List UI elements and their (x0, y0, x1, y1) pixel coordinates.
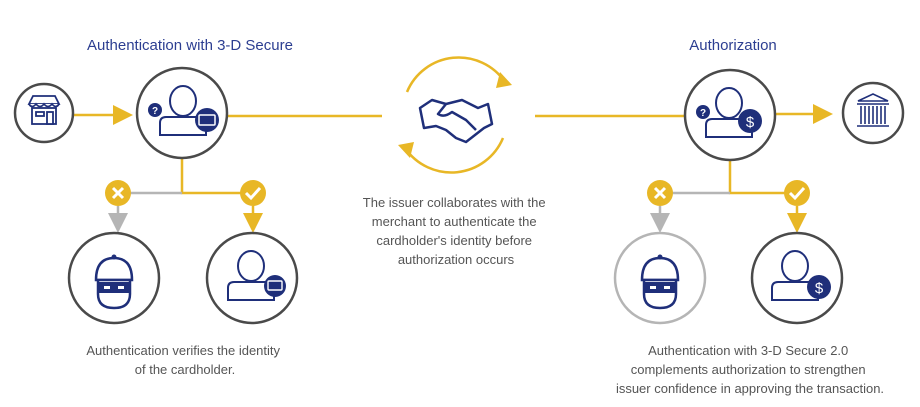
left-title: Authentication with 3-D Secure (87, 37, 293, 54)
issuer-authz-node: ? $ (683, 68, 777, 162)
check-icon (244, 186, 262, 201)
transaction-approved-node: $ (750, 231, 844, 325)
decline-badge-right (647, 180, 673, 206)
dollar-badge-icon (807, 275, 831, 299)
approve-badge-left (240, 180, 266, 206)
right-title: Authorization (689, 37, 777, 54)
fraudster-node-right (613, 231, 707, 325)
dollar-sign: $ (815, 280, 824, 297)
cycle-arrow-icon (403, 137, 505, 174)
cardholder-verified-node (205, 231, 299, 325)
decline-badge-left (105, 180, 131, 206)
dollar-sign: $ (746, 114, 755, 131)
question-mark: ? (700, 108, 706, 119)
check-icon (788, 186, 806, 201)
bank-node (841, 81, 905, 145)
cardholder-auth-node: ? (135, 66, 229, 160)
x-icon (111, 186, 125, 200)
fraudster-node-left (67, 231, 161, 325)
left-caption: Authentication verifies the identity of … (86, 343, 283, 377)
question-mark: ? (152, 106, 158, 117)
dollar-badge-icon (738, 109, 762, 133)
thief-icon (94, 253, 134, 310)
question-badge-icon (696, 105, 710, 119)
handshake-cycle (398, 56, 512, 174)
bank-icon (857, 93, 889, 127)
store-icon (27, 95, 61, 125)
thief-icon (640, 253, 680, 310)
cycle-arrow-icon (405, 56, 507, 93)
card-badge-icon (195, 108, 219, 132)
handshake-icon (418, 98, 494, 144)
right-caption: Authentication with 3-D Secure 2.0 compl… (616, 343, 884, 396)
approve-badge-right (784, 180, 810, 206)
merchant-node (13, 82, 75, 144)
center-caption: The issuer collaborates with the merchan… (363, 195, 549, 267)
question-badge-icon (148, 103, 162, 117)
x-icon (653, 186, 667, 200)
